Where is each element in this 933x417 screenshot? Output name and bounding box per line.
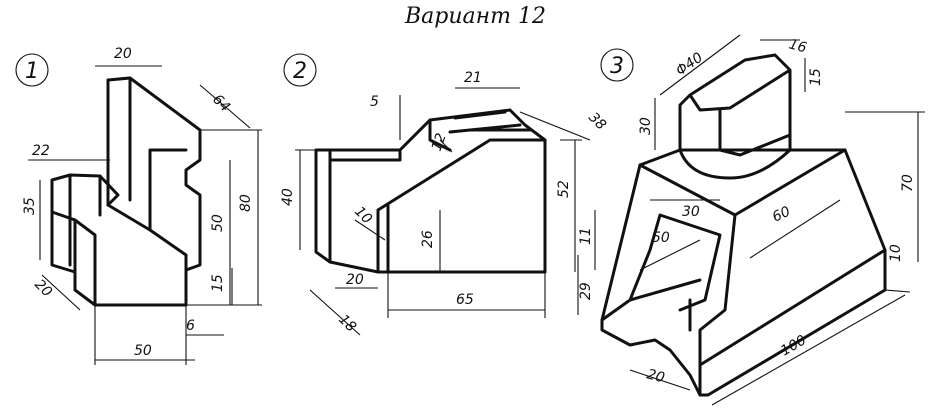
figure-3-number-circle bbox=[600, 48, 634, 82]
figure-3-dim-29: 29 bbox=[578, 282, 594, 300]
figure-1-dim-6: 6 bbox=[186, 318, 195, 334]
figure-1-dim-15: 15 bbox=[210, 274, 226, 292]
figure-3-dim-16: 16 bbox=[787, 36, 808, 56]
figure-3-cylinder bbox=[678, 53, 792, 180]
figure-1-dim-20-left: 20 bbox=[31, 277, 55, 301]
figure-1-inner-edges bbox=[50, 76, 188, 307]
figure-3-base-inner-edges bbox=[600, 148, 887, 397]
drawing-title: Вариант 12 bbox=[405, 4, 546, 29]
figure-1-dimension-lines bbox=[28, 65, 262, 365]
figure-2-dim-20: 20 bbox=[346, 272, 364, 288]
figure-1-number: 1 bbox=[25, 59, 39, 84]
figure-1-dim-80: 80 bbox=[238, 194, 254, 212]
figure-2-dim-5: 5 bbox=[370, 94, 379, 110]
figure-3-dim-50: 50 bbox=[652, 230, 670, 246]
figure-2-dim-18: 18 bbox=[335, 312, 359, 336]
figure-1-dim-35: 35 bbox=[22, 197, 38, 215]
figure-2-inner-edges bbox=[328, 110, 547, 274]
figure-1-dim-20-top: 20 bbox=[114, 46, 132, 62]
figure-2: 2 21 5 38 12 40 10 26 52 20 65 bbox=[280, 53, 609, 336]
figure-3-dim-11: 11 bbox=[578, 227, 594, 245]
figure-2-dim-38: 38 bbox=[585, 110, 609, 134]
figure-2-dim-10: 10 bbox=[351, 204, 375, 228]
figure-3-dim-20: 20 bbox=[645, 366, 666, 386]
figure-3: 3 Φ40 16 15 30 70 30 11 60 50 bbox=[577, 34, 925, 406]
figure-1-dim-22: 22 bbox=[32, 143, 50, 159]
figure-1: 1 20 64 22 35 50 80 20 15 6 50 bbox=[15, 46, 262, 365]
figure-3-dim-30-inner: 30 bbox=[682, 204, 700, 220]
figure-2-dim-21: 21 bbox=[464, 70, 482, 86]
figure-3-dim-10: 10 bbox=[888, 244, 904, 262]
figure-2-number-circle bbox=[283, 53, 317, 87]
figure-3-dim-15: 15 bbox=[808, 68, 824, 86]
figure-3-dim-30-left: 30 bbox=[638, 117, 654, 135]
figure-3-base-outline bbox=[600, 148, 887, 397]
figure-2-dim-65: 65 bbox=[456, 292, 474, 308]
figure-3-dimension-lines bbox=[577, 34, 925, 406]
figure-1-number-circle bbox=[15, 53, 49, 87]
figure-3-dim-diameter-40: Φ40 bbox=[673, 50, 706, 80]
figure-3-dim-70: 70 bbox=[900, 174, 916, 192]
figure-2-number: 2 bbox=[293, 59, 307, 84]
figure-1-dim-50-right: 50 bbox=[210, 214, 226, 232]
figure-2-dimension-lines bbox=[295, 87, 591, 336]
figure-1-outline bbox=[50, 76, 202, 307]
figure-3-dim-60: 60 bbox=[770, 204, 793, 226]
figure-2-dim-26: 26 bbox=[420, 230, 436, 248]
figure-1-dim-50-bottom: 50 bbox=[134, 343, 152, 359]
figure-2-dim-40: 40 bbox=[280, 188, 296, 206]
figure-2-dim-52: 52 bbox=[556, 180, 572, 198]
figure-1-dim-64: 64 bbox=[209, 92, 233, 116]
figure-3-number: 3 bbox=[610, 54, 624, 79]
figure-2-dim-12: 12 bbox=[429, 131, 450, 153]
